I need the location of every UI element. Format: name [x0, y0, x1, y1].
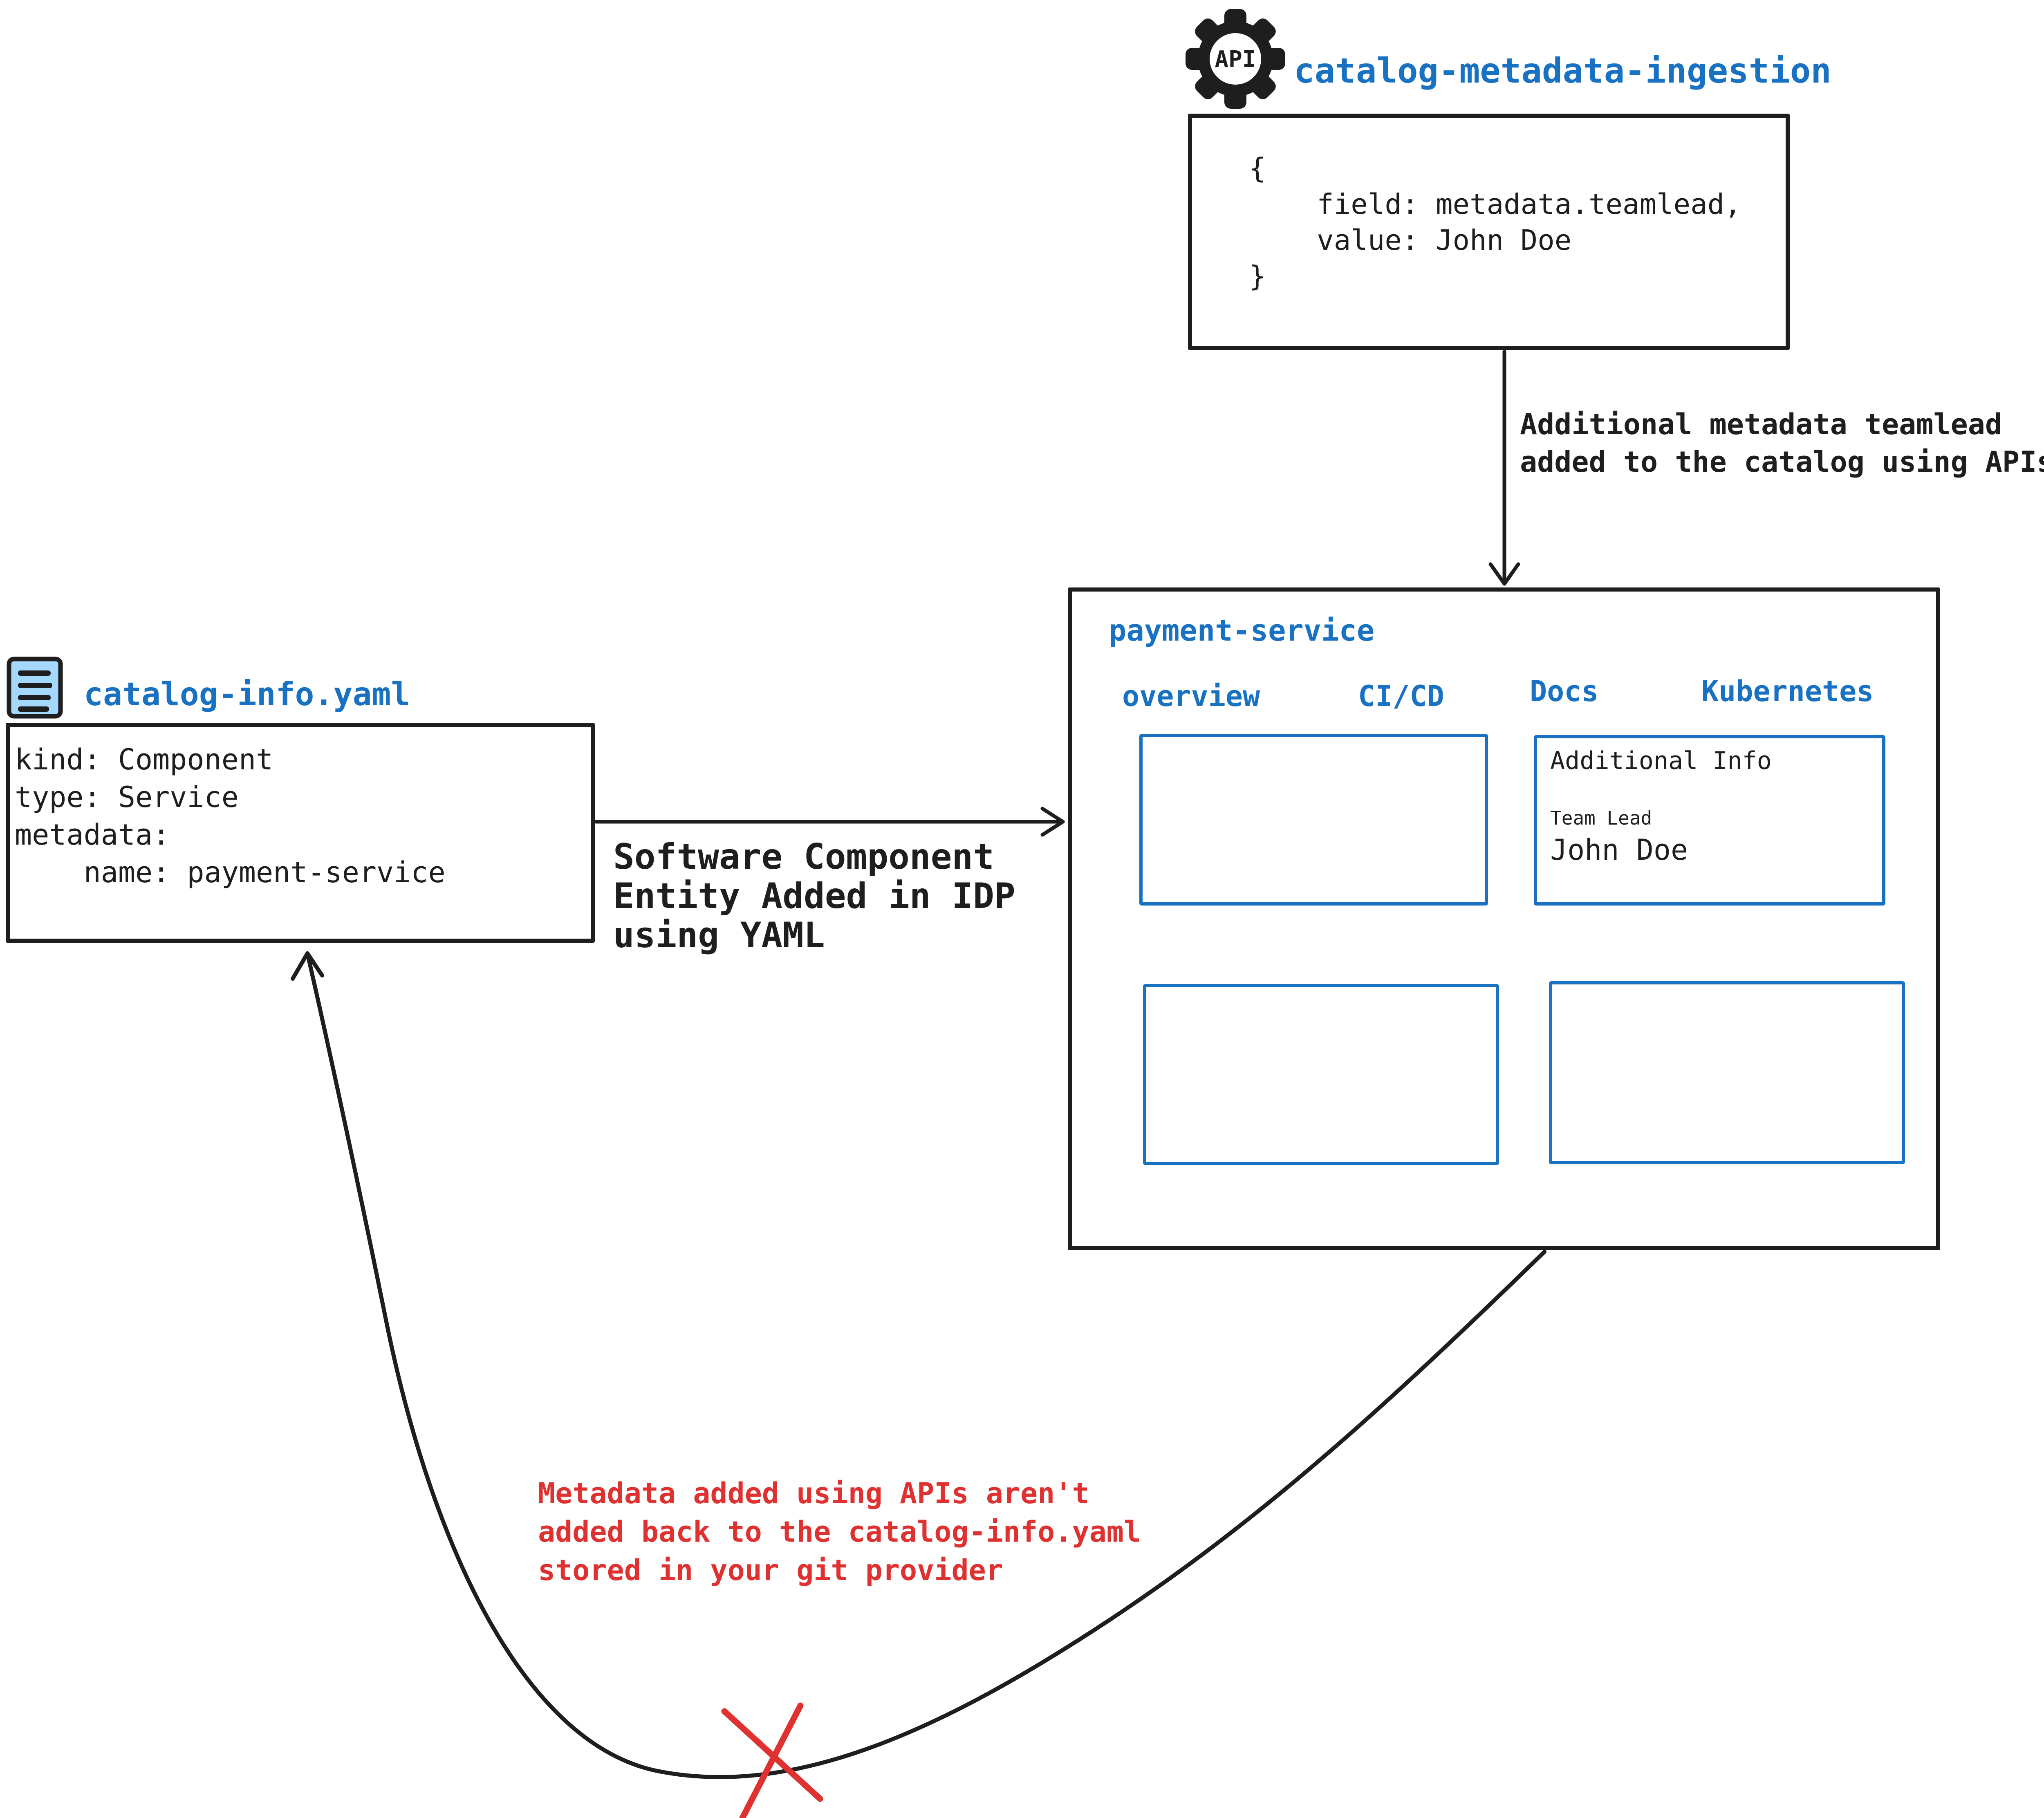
- yaml-filename: catalog-info.yaml: [84, 676, 410, 713]
- panel-widget-bottom-right: [1549, 981, 1905, 1164]
- catalog-to-yaml-curve-arrow: [291, 951, 1546, 1779]
- catalog-panel-title: payment-service: [1109, 613, 1375, 648]
- yaml-file-icon: [6, 657, 63, 719]
- yaml-to-catalog-arrow: [594, 807, 1065, 837]
- api-ingestion-title: catalog-metadata-ingestion: [1294, 51, 1831, 91]
- feedback-note: Metadata added using APIs aren't added b…: [538, 1477, 1141, 1587]
- api-to-catalog-arrow: [1488, 350, 1520, 586]
- yaml-arrow-note: Software Component Entity Added in IDP u…: [613, 836, 1015, 956]
- api-arrow-note: Additional metadata teamlead added to th…: [1520, 408, 2044, 479]
- team-lead-value: John Doe: [1550, 833, 1688, 867]
- tab-overview: overview: [1122, 679, 1260, 713]
- additional-info-title: Additional Info: [1550, 746, 1772, 775]
- team-lead-label: Team Lead: [1550, 807, 1652, 829]
- panel-widget-bottom-left: [1143, 984, 1499, 1165]
- not-synced-x-mark: [721, 1702, 823, 1818]
- api-code-box: [1188, 114, 1790, 350]
- api-gear-icon: API: [1183, 6, 1287, 110]
- additional-info-card: [1534, 735, 1885, 906]
- api-icon-text: API: [1215, 46, 1256, 73]
- yaml-box: [6, 723, 595, 943]
- tab-kubernetes: Kubernetes: [1701, 675, 1874, 708]
- tab-cicd: CI/CD: [1358, 679, 1444, 713]
- api-code-text: { field: metadata.teamlead, value: John …: [1249, 152, 1741, 293]
- tab-docs: Docs: [1530, 675, 1599, 708]
- yaml-code-text: kind: Component type: Service metadata: …: [15, 743, 446, 889]
- panel-widget-overview: [1139, 734, 1488, 906]
